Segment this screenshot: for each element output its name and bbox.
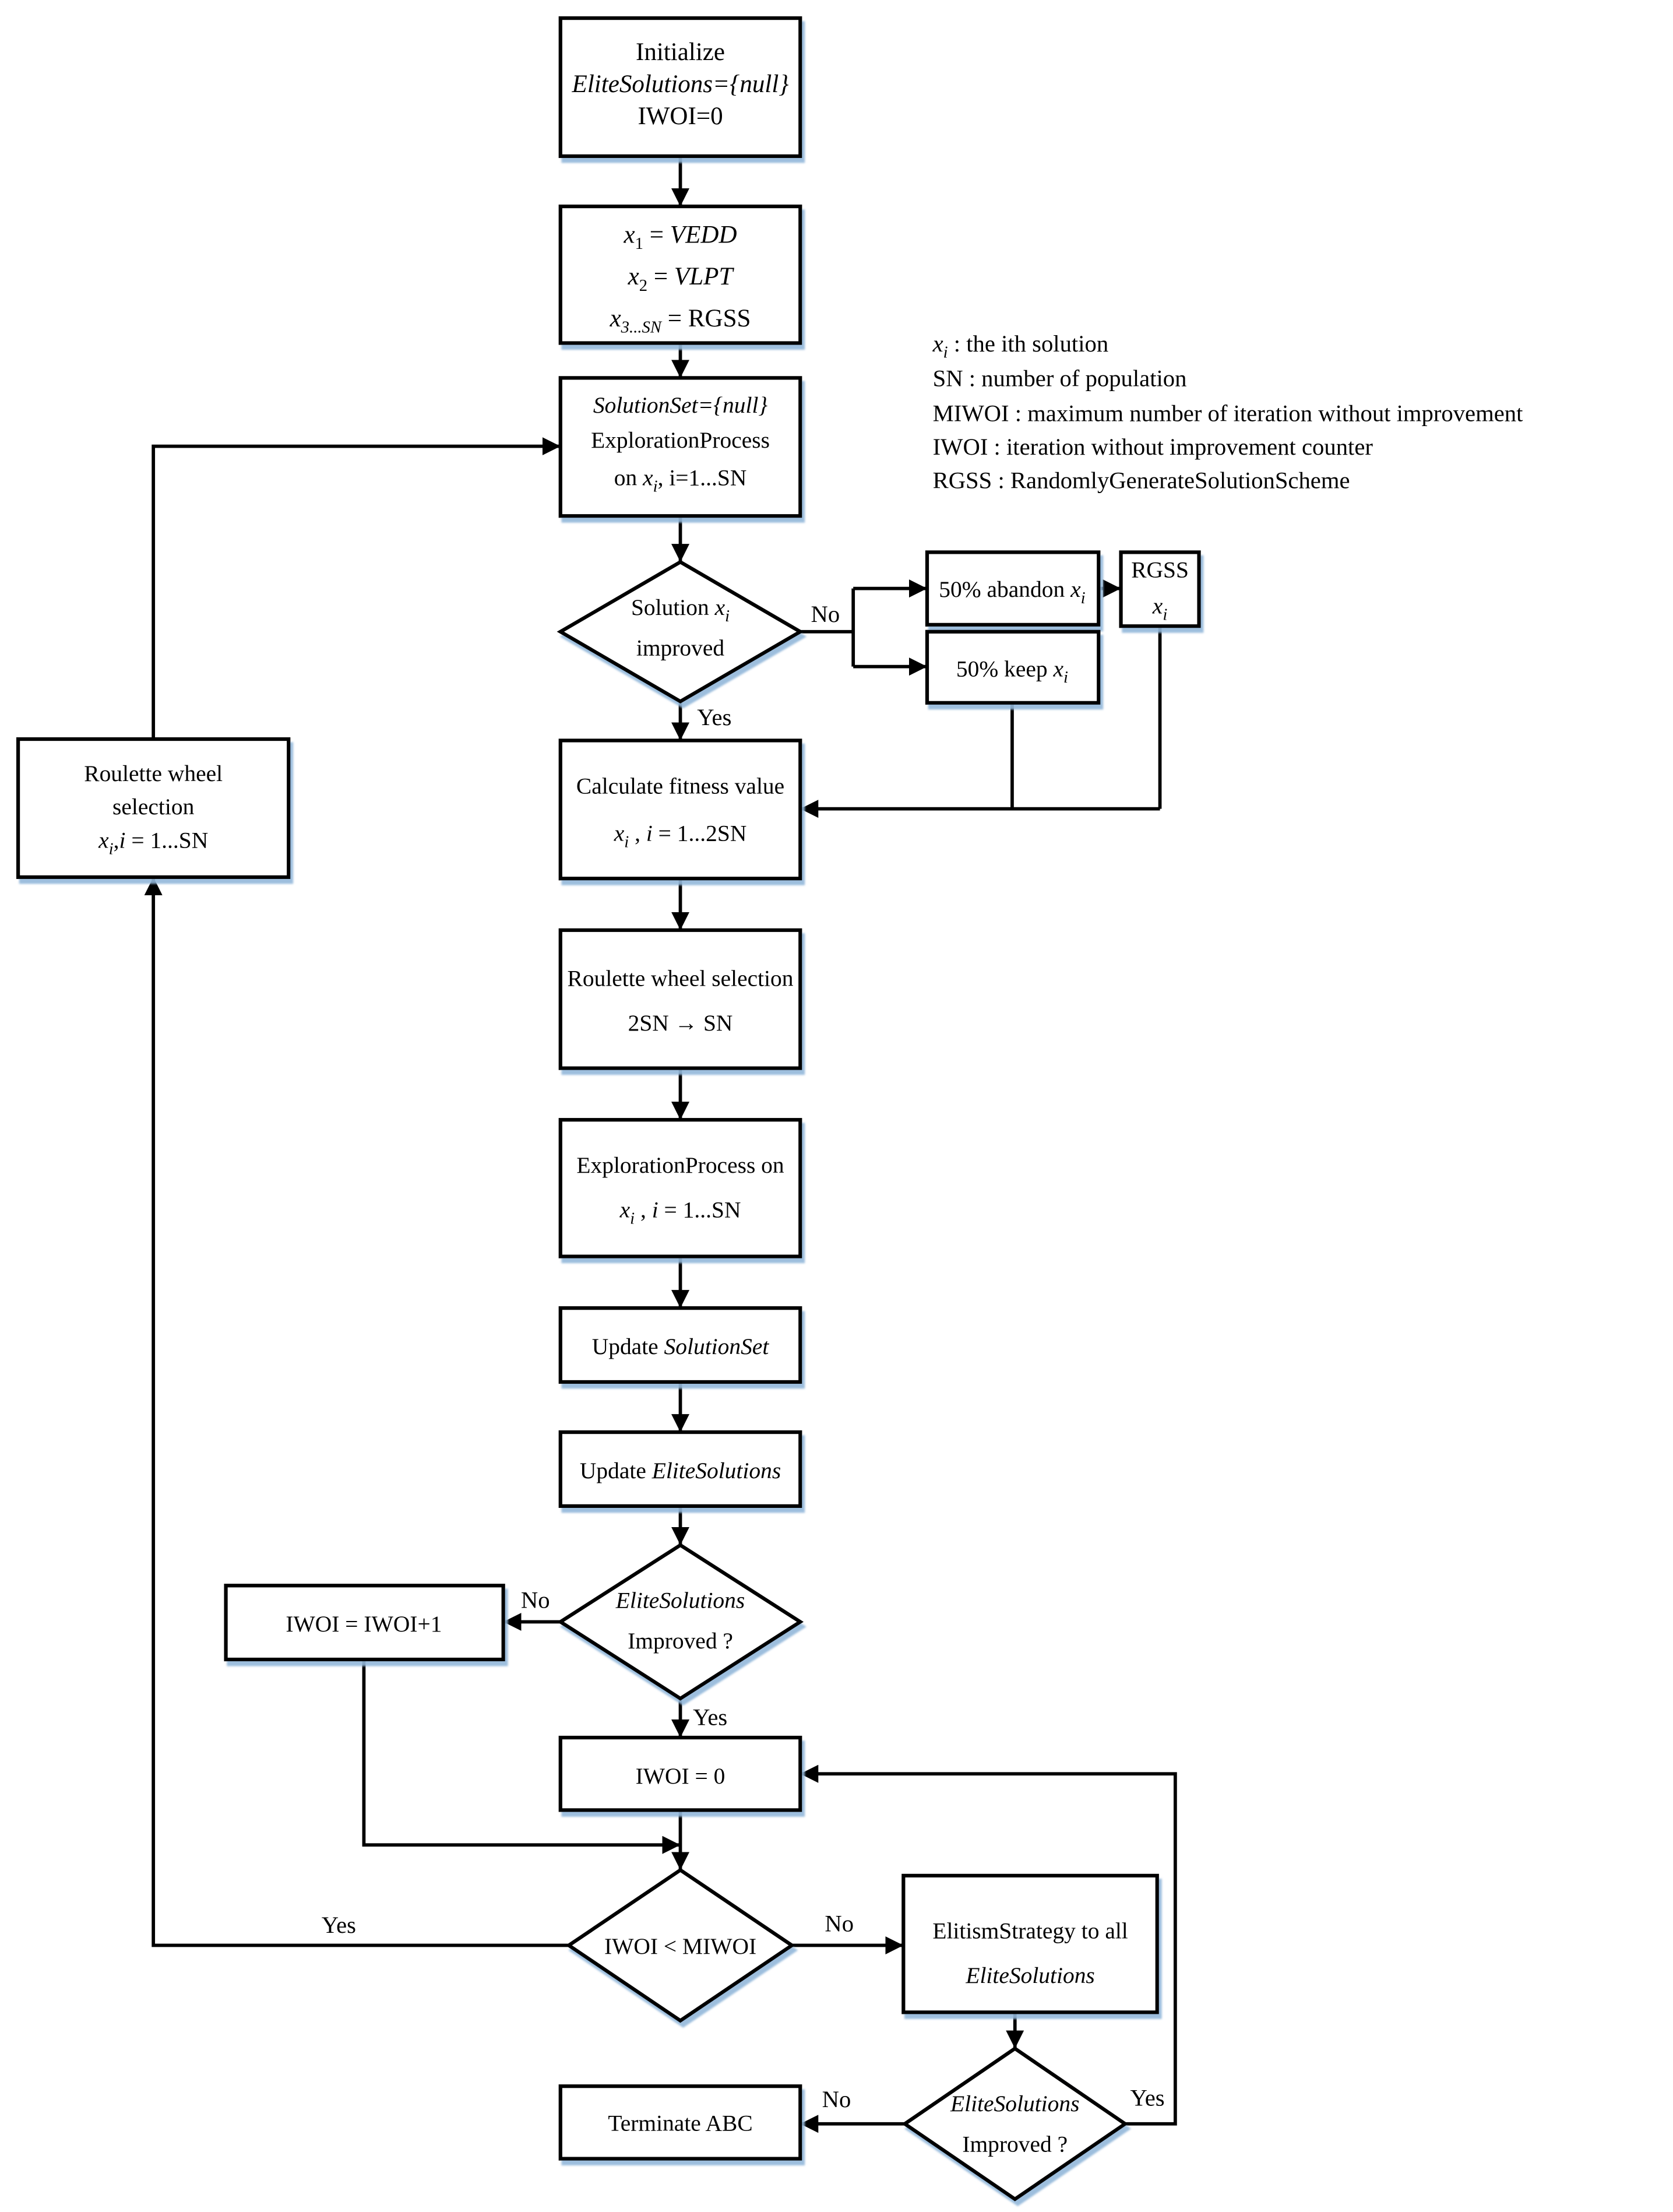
elite-improved-line1: EliteSolutions [615,1588,745,1613]
iwoi-zero-label: IWOI = 0 [636,1763,725,1789]
node-solution-improved: Solution xi improved [557,560,804,704]
node-roulette-left: Roulette wheel selection xi,i = 1...SN [16,737,291,879]
initialize-line1: Initialize [636,38,725,66]
legend-rgss-definition: RGSS : RandomlyGenerateSolutionScheme [933,467,1350,493]
roulette-line2: 2SN → SN [628,1010,733,1036]
update-solution-set-label: Update SolutionSet [592,1334,770,1359]
node-elite-improved2: EliteSolutions Improved ? [901,2046,1129,2202]
roulette-box [558,928,802,1070]
exploration-line2: xi , i = 1...SN [619,1197,741,1228]
node-fitness: Calculate fitness value xi , i = 1...2SN [558,738,802,881]
initialize-line2: EliteSolutions={null} [572,71,789,98]
node-initialize: Initialize EliteSolutions={null} IWOI=0 [558,16,802,159]
fitness-box [558,738,802,881]
update-elite-box [558,1430,802,1508]
elitism-line1: ElitismStrategy to all [932,1918,1128,1944]
legend-sn-definition: SN : number of population [933,365,1187,392]
solution-set-line2: ExplorationProcess [591,427,770,453]
seed-line1: x1 = VEDD [624,221,737,253]
node-update-solution-set: Update SolutionSet [558,1306,802,1384]
node-keep: 50% keep xi [925,630,1101,705]
iwoi-check-diamond [565,1868,795,2023]
solution-set-line3: on xi, i=1...SN [614,465,747,496]
node-roulette: Roulette wheel selection 2SN → SN [558,928,802,1070]
terminate-box [558,2084,802,2161]
node-solution-set: SolutionSet={null} ExplorationProcess on… [558,376,802,518]
keep-label: 50% keep xi [956,656,1068,687]
legend-miwoi-definition: MIWOI : maximum number of iteration with… [933,400,1524,427]
exploration-line1: ExplorationProcess on [576,1152,784,1178]
elite-improved2-diamond [901,2046,1129,2202]
label-yes-improved1: Yes [697,704,731,730]
rgss-line2: xi [1152,593,1168,624]
fitness-line2: xi , i = 1...2SN [614,821,747,852]
solution-set-box [558,376,802,518]
iwoi-inc-box [224,1584,505,1662]
edge-iwoicheck-yes-to-rouletteleft [144,877,569,1947]
label-yes-iwoicheck: Yes [322,1912,356,1938]
elite-improved-diamond [557,1543,804,1701]
legend-x-definition: xi : the ith solution [932,330,1109,362]
keep-box [925,630,1101,705]
update-solution-set-box [558,1306,802,1384]
node-update-elite: Update EliteSolutions [558,1430,802,1508]
node-iwoi-inc: IWOI = IWOI+1 [224,1584,505,1662]
label-yes-improved2: Yes [693,1704,727,1731]
label-no-improved1: No [811,601,840,627]
label-no-iwoicheck: No [825,1911,854,1937]
solution-improved-diamond [557,560,804,704]
roulette-line1: Roulette wheel selection [568,965,794,991]
initialize-line3: IWOI=0 [637,103,723,130]
node-terminate: Terminate ABC [558,2084,802,2161]
node-iwoi-check: IWOI < MIWOI [565,1868,795,2023]
edge-rouletteleft-to-solutionset [152,437,561,740]
branch-labels: Yes No Yes No Yes No No Yes [322,601,1165,2112]
label-yes-improved3: Yes [1130,2085,1164,2111]
edges [144,156,1177,2133]
iwoi-inc-label: IWOI = IWOI+1 [286,1611,442,1637]
elite-improved2-line1: EliteSolutions [950,2091,1079,2116]
initialize-box [558,16,802,159]
fitness-line1: Calculate fitness value [576,773,784,799]
solution-set-line1: SolutionSet={null} [593,392,768,418]
iwoi-check-label: IWOI < MIWOI [604,1933,756,1959]
elite-improved-line2: Improved ? [628,1628,733,1654]
abandon-label: 50% abandon xi [939,576,1085,607]
rgss-box [1119,550,1201,628]
solution-improved-line1: Solution xi [631,595,730,625]
seed-line3: x3...SN = RGSS [610,305,751,337]
rgss-line1: RGSS [1131,557,1189,582]
edge-iwoiinc-drop-merge [362,1659,681,1854]
edge-improved3-yes-to-iwoizero [800,1764,1177,2126]
roulette-left-box [16,737,291,879]
seed-line2: x2 = VLPT [628,263,735,295]
node-rgss: RGSS xi [1119,550,1201,628]
node-seed-solutions: x1 = VEDD x2 = VLPT x3...SN = RGSS [558,204,802,345]
solution-improved-line2: improved [636,635,725,660]
seed-box [558,204,802,345]
elite-improved2-line2: Improved ? [962,2132,1068,2157]
node-abandon: 50% abandon xi [925,550,1101,627]
roulette-left-line1: Roulette wheel [84,761,223,786]
node-exploration: ExplorationProcess on xi , i = 1...SN [558,1118,802,1258]
iwoi-zero-box [558,1735,802,1812]
exploration-box [558,1118,802,1258]
label-no-improved3: No [822,2086,851,2112]
legend: xi : the ith solution SN : number of pop… [932,330,1524,493]
roulette-left-line3: xi,i = 1...SN [98,828,208,859]
node-elite-improved: EliteSolutions Improved ? [557,1543,804,1701]
label-no-improved2: No [521,1587,550,1613]
node-iwoi-zero: IWOI = 0 [558,1735,802,1812]
roulette-left-line2: selection [112,794,195,820]
update-elite-label: Update EliteSolutions [580,1458,781,1483]
elitism-line2: EliteSolutions [965,1963,1094,1988]
terminate-label: Terminate ABC [608,2111,752,2136]
elitism-box [901,1873,1159,2014]
abandon-box [925,550,1101,627]
legend-iwoi-definition: IWOI : iteration without improvement cou… [933,434,1373,460]
node-elitism: ElitismStrategy to all EliteSolutions [901,1873,1159,2014]
